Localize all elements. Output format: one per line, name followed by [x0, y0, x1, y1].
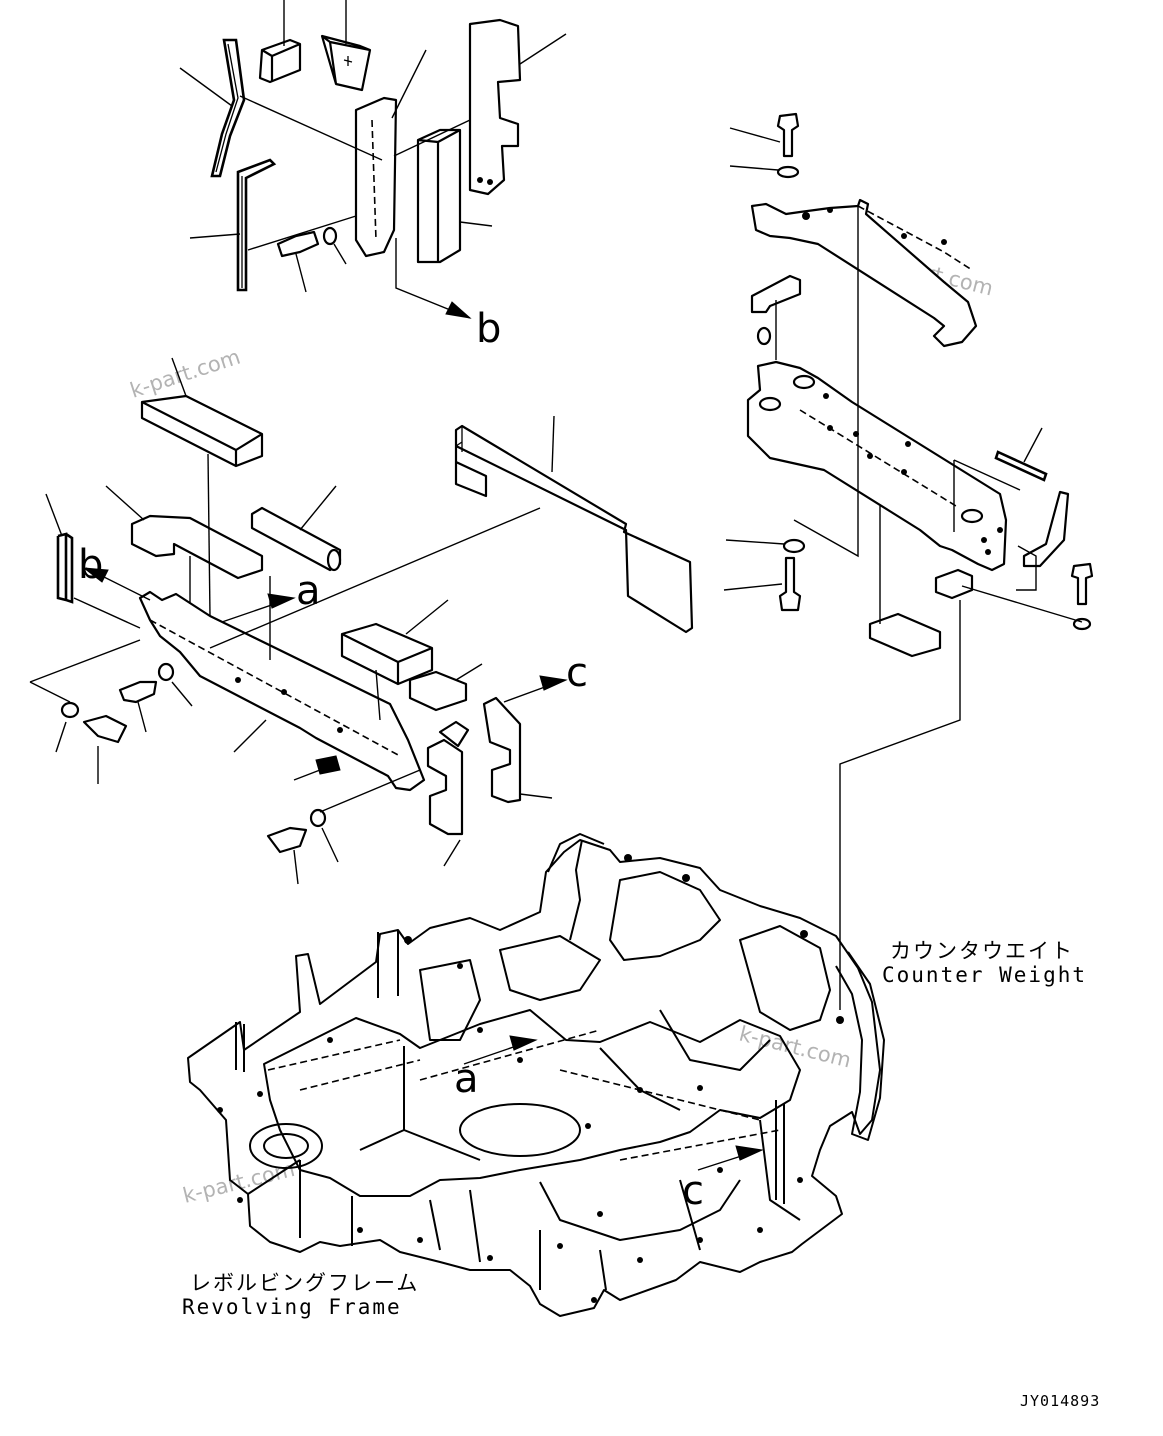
seal-strip-lower: [236, 158, 277, 292]
bolt-left-2: [118, 680, 158, 704]
drawing-code: JY014893: [1020, 1392, 1100, 1410]
view-c-label-frame: c: [682, 1168, 704, 1214]
bracket-small: [426, 738, 464, 836]
pad-block-large: [140, 394, 264, 468]
revolving-frame-caption-en: Revolving Frame: [182, 1295, 402, 1319]
washer-bottom: [309, 808, 327, 828]
pad-block-small: [408, 670, 468, 712]
pad-block-1: [258, 38, 302, 84]
side-cover-plate: [482, 696, 522, 804]
view-b-detail: b: [179, 0, 567, 352]
view-a-label-mid: a: [296, 568, 321, 614]
view-a-label-frame: a: [454, 1056, 479, 1102]
washer-cw-lower: [782, 538, 806, 554]
washer-top: [322, 226, 338, 246]
pad-block-2: [320, 34, 372, 92]
spring-clip: [315, 755, 341, 775]
round-bar: [250, 506, 342, 572]
bracket-plate-b: [354, 96, 398, 258]
view-c-label-mid: c: [566, 650, 588, 696]
view-b-label-top: b: [476, 306, 501, 352]
upper-bracket: [750, 198, 978, 348]
bolt-cw-lower: [778, 556, 802, 612]
bolt-bottom: [266, 826, 308, 854]
long-cover-plate: [454, 424, 694, 634]
pad-block-mid: [340, 622, 434, 686]
counterweight-mount: [723, 112, 1094, 1010]
long-pad-top: [416, 128, 462, 264]
counterweight-caption-en: Counter Weight: [882, 963, 1087, 987]
washer-left-1: [60, 701, 80, 719]
cw-block: [868, 612, 942, 658]
washer-cw-top: [776, 165, 800, 179]
bolt-top: [276, 230, 320, 258]
bolt-left-1: [82, 714, 128, 744]
seal-strip-top: [210, 38, 246, 178]
l-shaped-pad: [130, 514, 264, 580]
view-b-label-mid: b: [78, 542, 103, 588]
bolt-cw-right: [1070, 562, 1094, 606]
revolving-frame: a c: [187, 833, 885, 1317]
cw-pad: [750, 274, 802, 314]
counterweight-caption-jp: カウンタウエイト: [890, 939, 1074, 963]
cw-main-plate: [746, 360, 1008, 572]
cw-spacer: [934, 568, 974, 600]
cw-dowel: [756, 326, 772, 346]
clip: [438, 720, 470, 748]
revolving-frame-caption-jp: レボルビングフレーム: [190, 1271, 419, 1295]
main-cover-assembly: b a c: [29, 357, 694, 885]
side-cover-top: [468, 18, 522, 196]
washer-left-2: [157, 662, 175, 682]
cw-clip: [1022, 490, 1070, 568]
pin-strip: [994, 450, 1048, 482]
seal-strip-left: [56, 532, 74, 604]
bolt-cw-top: [776, 112, 800, 158]
